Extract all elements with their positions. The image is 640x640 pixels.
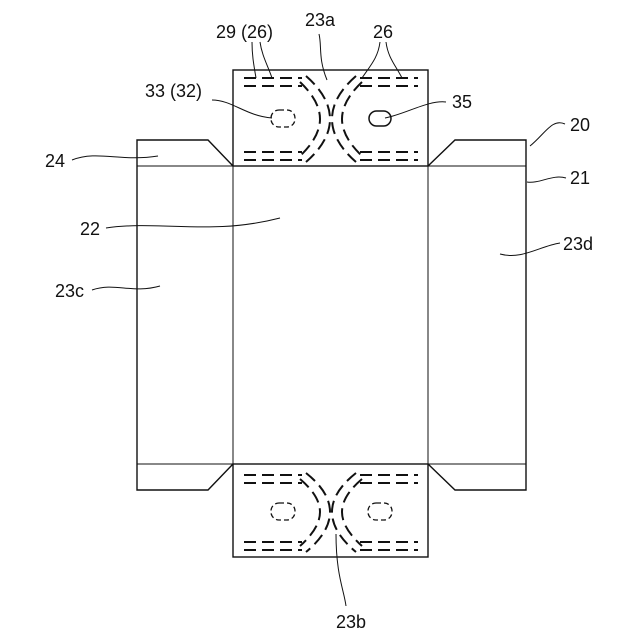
label-26: 26	[373, 22, 393, 42]
fold-lines	[137, 166, 526, 464]
left-panel-23c	[137, 140, 233, 490]
leader-23d	[500, 243, 560, 255]
hole-bottom-right	[368, 503, 392, 520]
label-23a: 23a	[305, 10, 336, 30]
right-panel-23d	[428, 140, 526, 490]
leader-22	[106, 218, 280, 228]
label-20: 20	[570, 115, 590, 135]
leader-26-a	[362, 42, 380, 78]
label-23b: 23b	[336, 612, 366, 632]
label-23d: 23d	[563, 234, 593, 254]
label-21: 21	[570, 168, 590, 188]
leader-23c	[92, 286, 160, 290]
label-29: 29 (26)	[216, 22, 273, 42]
leader-29-b	[260, 42, 272, 78]
leader-24	[72, 156, 158, 160]
top-flap-perforations	[244, 76, 418, 162]
label-23c: 23c	[55, 281, 84, 301]
bottom-flap-perforations	[244, 473, 418, 552]
leader-21	[527, 177, 566, 182]
leader-33	[212, 100, 272, 118]
leader-23b	[336, 534, 346, 606]
label-33: 33 (32)	[145, 81, 202, 101]
leader-29-a	[252, 42, 256, 78]
label-22: 22	[80, 219, 100, 239]
hole-35	[369, 111, 391, 126]
leader-26-b	[386, 42, 402, 78]
hole-33	[271, 110, 295, 127]
hole-bottom-left	[271, 503, 295, 520]
blank-outline	[137, 70, 526, 557]
leader-23a	[319, 34, 327, 80]
label-35: 35	[452, 92, 472, 112]
leader-20	[530, 123, 565, 146]
leader-35	[385, 102, 446, 118]
label-24: 24	[45, 151, 65, 171]
